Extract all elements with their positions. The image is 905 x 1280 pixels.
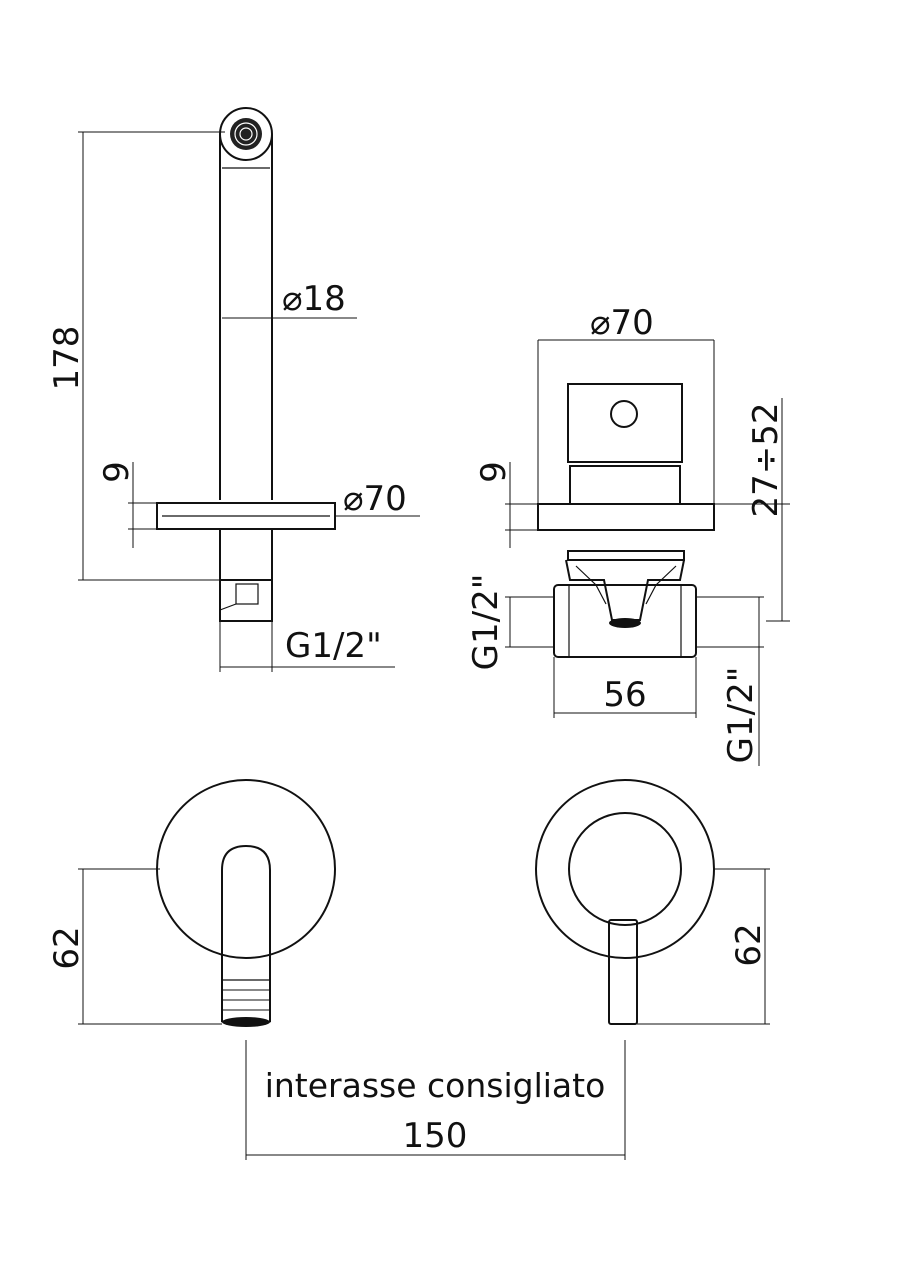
spacing-caption: interasse consigliato bbox=[265, 1066, 606, 1105]
plate-diameter-label: ⌀70 bbox=[343, 479, 407, 519]
mixer-front-view: 62 bbox=[535, 779, 770, 1025]
mixer-rosette bbox=[535, 779, 715, 959]
mixer-plate-thickness-label: 9 bbox=[474, 461, 514, 483]
mixer-right-thread-label: G1/2" bbox=[721, 667, 761, 764]
mixer-handle bbox=[567, 383, 683, 463]
handle-hole-icon bbox=[610, 400, 638, 428]
mixer-side-view: ⌀70 9 27÷52 G1/2" G1/2" 56 bbox=[466, 303, 790, 766]
spout-height-label: 62 bbox=[47, 926, 87, 969]
thread-connector bbox=[219, 579, 273, 622]
mixer-plate-diameter-label: ⌀70 bbox=[590, 303, 654, 343]
mixer-lever[interactable] bbox=[608, 919, 638, 1025]
mixer-wall-plate bbox=[537, 503, 715, 531]
depth-range-label: 27÷52 bbox=[746, 402, 786, 517]
height-dimension-label: 178 bbox=[47, 326, 87, 391]
handle-height-label: 62 bbox=[729, 923, 769, 966]
pipe-diameter-label: ⌀18 bbox=[282, 279, 346, 319]
spout-side-view: 178 ⌀18 ⌀70 9 G1/2" bbox=[47, 107, 420, 672]
valve-body bbox=[553, 584, 697, 658]
mixer-left-thread-label: G1/2" bbox=[466, 574, 506, 671]
spout-rosette bbox=[156, 779, 336, 959]
spout-aerator bbox=[221, 979, 271, 1023]
spacing-dimension: interasse consigliato 150 bbox=[245, 1040, 626, 1160]
spacing-value: 150 bbox=[403, 1116, 468, 1156]
mixer-knob bbox=[568, 812, 682, 926]
plate-thickness-label: 9 bbox=[97, 461, 137, 483]
body-width-label: 56 bbox=[603, 675, 646, 715]
spout-front-view: 62 bbox=[47, 779, 336, 1027]
side-thread-label: G1/2" bbox=[285, 626, 382, 666]
